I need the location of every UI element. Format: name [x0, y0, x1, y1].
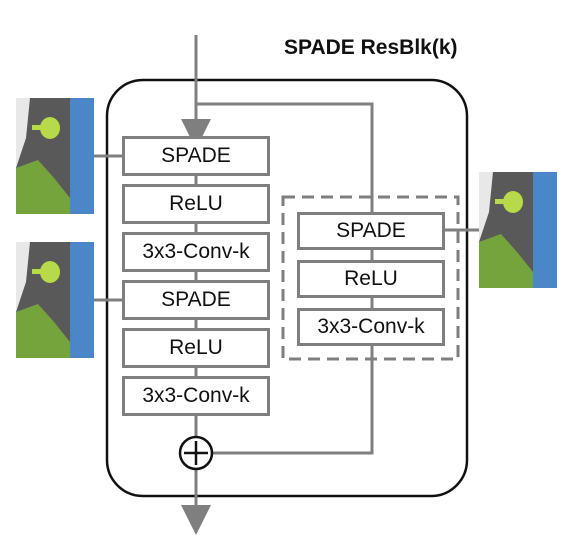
segmentation-mask-1: [16, 98, 94, 214]
main-conv-block-1: 3x3-Conv-k: [122, 232, 270, 272]
shortcut-merge-line: [213, 344, 374, 455]
resblk-outline: [105, 78, 469, 498]
main-spade-block-2: SPADE: [122, 280, 270, 320]
shortcut-dashed-group: [281, 195, 460, 361]
diagram-title: SPADE ResBlk(k): [284, 36, 458, 59]
main-relu-block-2: ReLU: [122, 328, 270, 368]
shortcut-split-line: [196, 102, 374, 212]
segmentation-mask-2: [16, 242, 94, 358]
main-relu-block-1: ReLU: [122, 184, 270, 224]
shortcut-relu-block: ReLU: [297, 260, 445, 298]
main-conv-block-2: 3x3-Conv-k: [122, 376, 270, 416]
main-spade-block-1: SPADE: [122, 136, 270, 176]
shortcut-conv-block: 3x3-Conv-k: [297, 308, 445, 346]
segmentation-mask-3: [479, 172, 557, 288]
shortcut-spade-block: SPADE: [297, 212, 445, 250]
